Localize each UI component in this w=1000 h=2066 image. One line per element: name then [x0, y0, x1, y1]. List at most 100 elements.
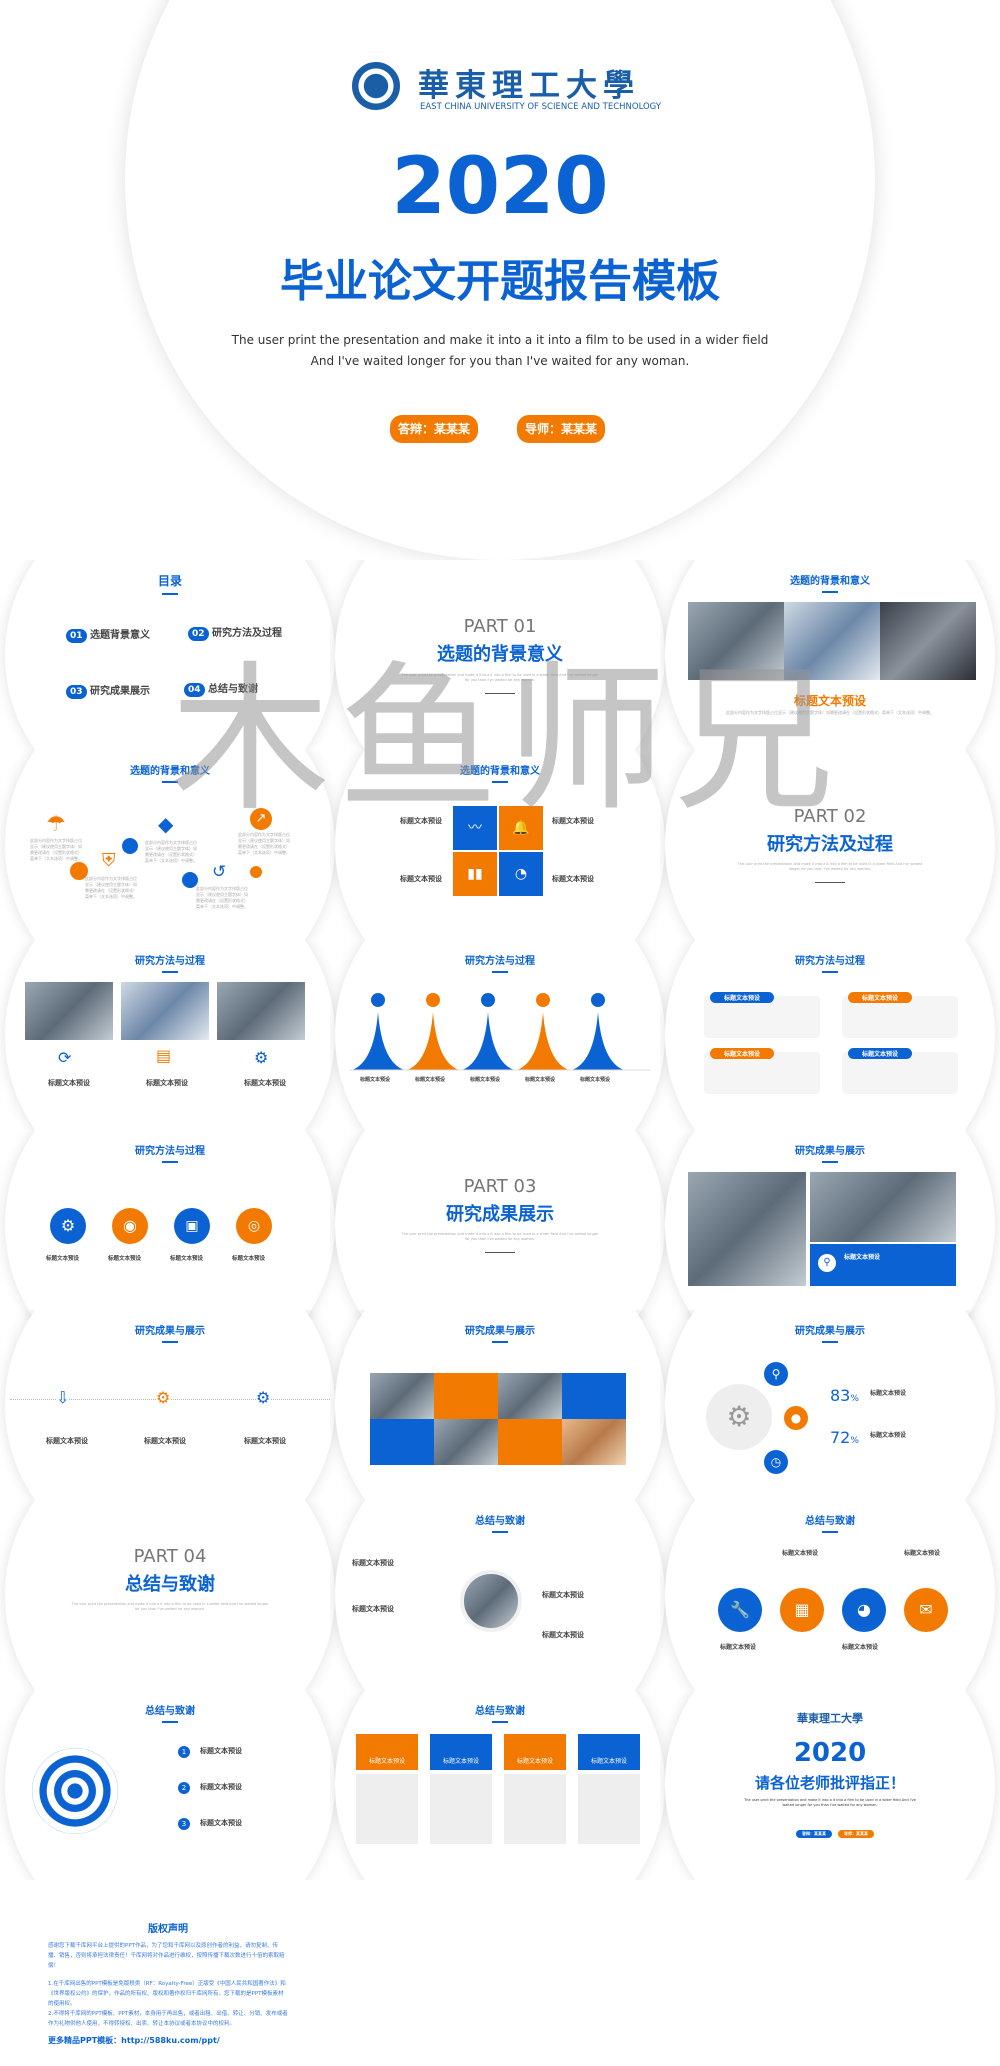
part-number: PART 03: [463, 1176, 537, 1197]
column-header: 标题文本预设: [504, 1734, 566, 1770]
slide-title: 选题的背景和意义: [0, 762, 340, 783]
diamond-icon: ◆: [158, 812, 174, 836]
bar-chart-tile: ▮▮: [453, 852, 497, 896]
photo: [688, 602, 784, 680]
divider: [485, 1252, 515, 1253]
heading: 标题文本预设: [552, 817, 594, 825]
photo: [498, 1373, 562, 1419]
summary-slide-4: 总结与致谢 标题文本预设 标题文本预设 标题文本预设 标题文本预设: [330, 1690, 670, 1880]
camera-icon: ◎: [236, 1208, 272, 1244]
part-subtitle: The user print the presentation and make…: [71, 1602, 269, 1611]
heading: 标题文本预设: [720, 1644, 757, 1651]
heading: 标题文本预设: [842, 1644, 879, 1651]
refresh-chart-icon: ⟳: [58, 1048, 72, 1067]
slide-title: 研究方法与过程: [0, 1142, 340, 1163]
part-title: 研究成果展示: [446, 1204, 554, 1225]
slide-title: 总结与致谢: [330, 1702, 670, 1723]
heading: 标题文本预设: [46, 1437, 88, 1445]
heading: 标题文本预设: [400, 875, 442, 883]
part-number: PART 02: [793, 806, 867, 827]
peak-shape: [352, 1012, 404, 1070]
results-slide-1: 研究成果与展示 ⚲ 标题文本预设: [660, 1130, 1000, 1320]
advisor-badge: 导师：某某某: [838, 1830, 874, 1838]
toc-item[interactable]: 02 研究方法及过程: [188, 624, 282, 641]
toc-title: 目录: [0, 572, 340, 595]
heading: 标题文本预设: [552, 875, 594, 883]
toc-item[interactable]: 03 研究成果展示: [66, 682, 150, 699]
peak-icon: [426, 993, 440, 1007]
photo: [370, 1373, 434, 1419]
heading: 标题文本预设: [108, 1256, 142, 1262]
slide-title: 总结与致谢: [660, 1512, 1000, 1533]
peak-icon: [536, 993, 550, 1007]
peak-shape: [407, 1012, 459, 1070]
peak-shape: [517, 1012, 569, 1070]
university-name-en: EAST CHINA UNIVERSITY OF SCIENCE AND TEC…: [420, 102, 662, 112]
body-text: 此部分内容作为文字排版占位显示（建议使用主题字体）如需更改请在（设置形状格式）菜…: [238, 832, 290, 855]
ending-slide: 華東理工大學 2020 请各位老师批评指正！ The user print th…: [660, 1690, 1000, 1880]
stat-value: 83%: [830, 1386, 859, 1405]
copyright-p2: 1.在千库网出售的PPT模板是免版税类（RF：Royalty-Free）正版受《…: [48, 1981, 286, 2007]
text-tile: [370, 1419, 434, 1465]
step-number: 3: [178, 1818, 190, 1830]
text-tile: [498, 1419, 562, 1465]
body-text: 此部分内容作为文字排版占位显示（建议使用主题字体）如需更改请在（设置形状格式）菜…: [196, 886, 248, 909]
peak-icon: [481, 993, 495, 1007]
toc-item[interactable]: 04 总结与致谢: [184, 680, 258, 697]
peak-shape: [572, 1012, 624, 1070]
person-gear-icon: ⚙: [256, 1388, 271, 1407]
card: [704, 1052, 820, 1094]
search-icon: ⚲: [764, 1362, 788, 1386]
part-title: 总结与致谢: [125, 1574, 215, 1595]
body-text: 此部分内容作为文字排版占位显示（建议使用主题字体）如需更改请在（设置形状格式）菜…: [30, 838, 82, 861]
dot: [70, 862, 88, 880]
results-slide-4: 研究成果与展示 ⚙ ⚲ ● ◷ 83% 标题文本预设 72% 标题文本预设: [660, 1310, 1000, 1500]
background-slide-2: 选题的背景和意义 ☂ ◆ ↗ ⛨ ↺ 此部分内容作为文字排版占位显示（建议使用主…: [0, 750, 340, 940]
heading: 标题文本预设: [170, 1256, 204, 1262]
slide-title: 研究成果与展示: [660, 1142, 1000, 1163]
results-slide-3: 研究成果与展示: [330, 1310, 670, 1500]
card-badge: 标题文本预设: [848, 1048, 913, 1059]
photo: [784, 602, 880, 680]
step-number: 1: [178, 1746, 190, 1758]
slide-title: 选题的背景和意义: [330, 762, 670, 783]
toc-label: 总结与致谢: [208, 684, 259, 695]
heading: 标题文本预设: [48, 1079, 90, 1087]
method-slide-3: 研究方法与过程 标题文本预设 标题文本预设 标题文本预设 标题文本预设: [660, 940, 1000, 1130]
photo: [688, 1172, 806, 1286]
heading: 标题文本预设: [200, 1783, 242, 1791]
summary-slide-3: 总结与致谢 1 2 3 标题文本预设 标题文本预设 标题文本预设: [0, 1690, 340, 1880]
defender-badge: 答辩：某某某: [796, 1830, 832, 1838]
body-text: 此部分内容作为文字排版占位显示（建议使用主题字体）如需更改请在（设置形状格式）菜…: [85, 876, 137, 899]
heading: 标题文本预设: [144, 1437, 186, 1445]
body-text: 此部分内容作为文字排版占位显示（建议使用主题字体）如需更改请在（设置形状格式）菜…: [726, 710, 934, 715]
toc-item[interactable]: 01 选题背景意义: [66, 626, 150, 643]
card-badge: 标题文本预设: [710, 992, 775, 1003]
toc-label: 选题背景意义: [90, 630, 151, 641]
heading: 标题文本预设: [793, 694, 866, 708]
photo: [562, 1419, 626, 1465]
part-subtitle: The user print the presentation and make…: [737, 862, 923, 871]
toc-slide: 目录 01 选题背景意义 02 研究方法及过程 03 研究成果展示 04 总结与…: [0, 560, 340, 750]
photo: [25, 982, 113, 1040]
peak-icon: [371, 993, 385, 1007]
heading: 标题文本预设: [782, 1550, 819, 1557]
peak-icon: [591, 993, 605, 1007]
step-number: 2: [178, 1782, 190, 1794]
card: [704, 996, 820, 1038]
heading: 标题文本预设: [415, 1077, 446, 1083]
divider: [815, 882, 845, 883]
peak-shape: [462, 1012, 514, 1070]
card-badge: 标题文本预设: [848, 992, 913, 1003]
more-templates-link[interactable]: 更多精品PPT模板：http://588ku.com/ppt/: [48, 2036, 220, 2045]
bell-tile: 🔔: [499, 806, 543, 850]
column-body: [356, 1774, 418, 1844]
part-number: PART 04: [133, 1546, 207, 1567]
heading: 标题文本预设: [904, 1550, 941, 1557]
trend-tile: 〰: [453, 806, 497, 850]
photo: [217, 982, 305, 1040]
heading: 标题文本预设: [525, 1077, 556, 1083]
body-text: 此部分内容作为文字排版占位显示（建议使用主题字体）如需更改请在（设置形状格式）菜…: [145, 840, 197, 863]
user-icon: ●: [784, 1406, 808, 1430]
part-title: 研究方法及过程: [767, 834, 893, 855]
